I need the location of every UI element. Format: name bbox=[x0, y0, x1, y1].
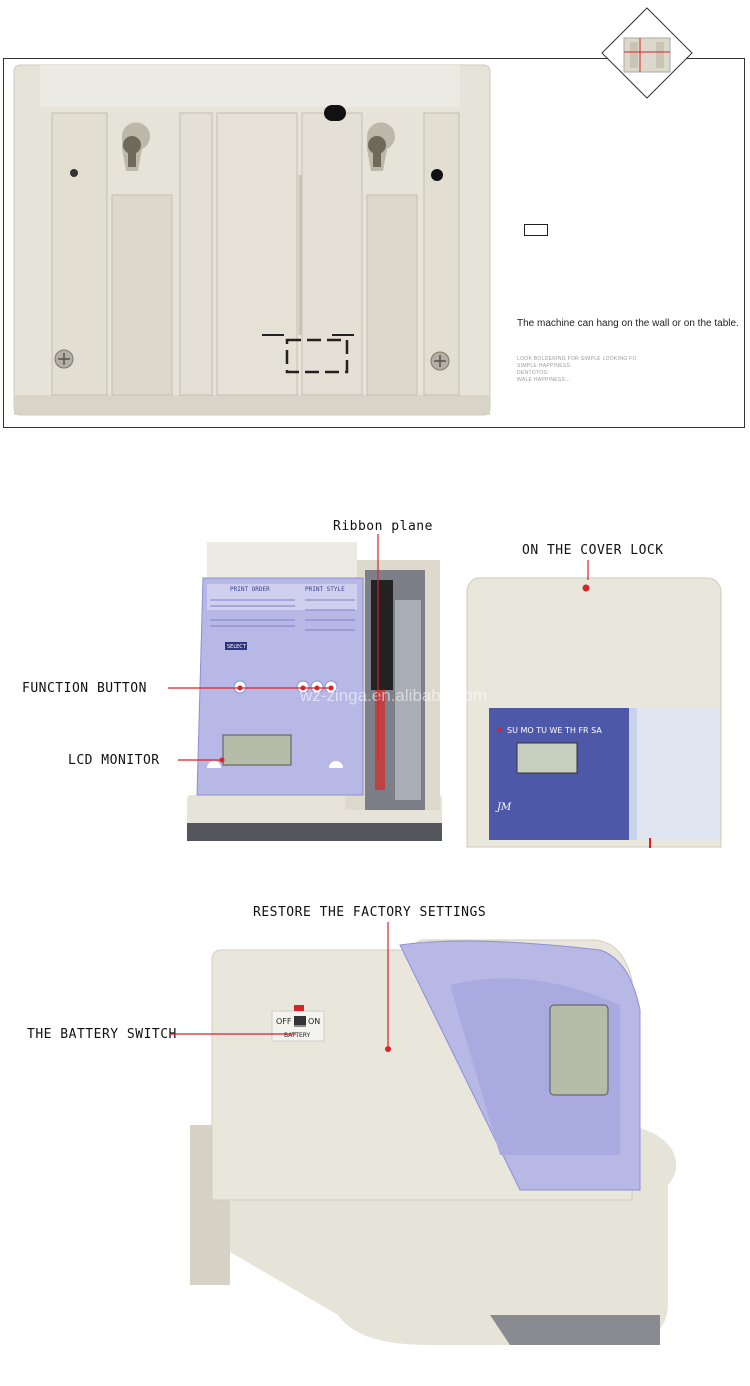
side-view-machine-photo: OFF ON BATTERY bbox=[190, 939, 677, 1345]
callout-lcd-monitor: LCD MONITOR bbox=[68, 753, 160, 768]
callout-restore-factory: RESTORE THE FACTORY SETTINGS bbox=[253, 905, 487, 920]
closed-machine-photo: SU MO TU WE TH FR SA JM bbox=[466, 577, 722, 848]
print-style-label: PRINT STYLE bbox=[305, 586, 345, 593]
switch-on-label: ON bbox=[308, 1017, 320, 1026]
watermark: wz-zinga.en.alibaba.com bbox=[300, 686, 488, 705]
brand-logo: JM bbox=[495, 802, 512, 813]
callout-lines-middle bbox=[168, 534, 589, 763]
battery-label: BATTERY bbox=[284, 1032, 311, 1039]
callout-function-button: FUNCTION BUTTON bbox=[22, 681, 147, 696]
fine-print-3: DENTOTOS: bbox=[517, 370, 549, 376]
callout-battery-switch: THE BATTERY SWITCH bbox=[27, 1027, 177, 1042]
hang-caption: The machine can hang on the wall or on t… bbox=[517, 318, 739, 329]
fine-print-2: SIMPLE HAPPINESS bbox=[517, 363, 571, 369]
callout-ribbon-plane: Ribbon plane bbox=[333, 519, 433, 534]
marker-box bbox=[524, 224, 548, 236]
device-back-view bbox=[13, 64, 491, 416]
day-strip: SU MO TU WE TH FR SA bbox=[507, 726, 602, 735]
switch-off-label: OFF bbox=[276, 1017, 292, 1026]
callout-cover-lock: ON THE COVER LOCK bbox=[522, 543, 664, 558]
wall-mount-panel: The machine can hang on the wall or on t… bbox=[3, 58, 745, 428]
open-machine-photo: PRINT ORDER PRINT STYLE SELECT bbox=[187, 542, 442, 841]
location-thumbnail bbox=[601, 7, 693, 99]
fine-print-4: WALE HAPPINESS... bbox=[517, 377, 571, 383]
select-label: SELECT bbox=[227, 644, 247, 650]
print-order-label: PRINT ORDER bbox=[230, 586, 270, 593]
fine-print-1: LOOK BOLDERING FOR SIMPLE LOOKING FO bbox=[517, 356, 637, 362]
